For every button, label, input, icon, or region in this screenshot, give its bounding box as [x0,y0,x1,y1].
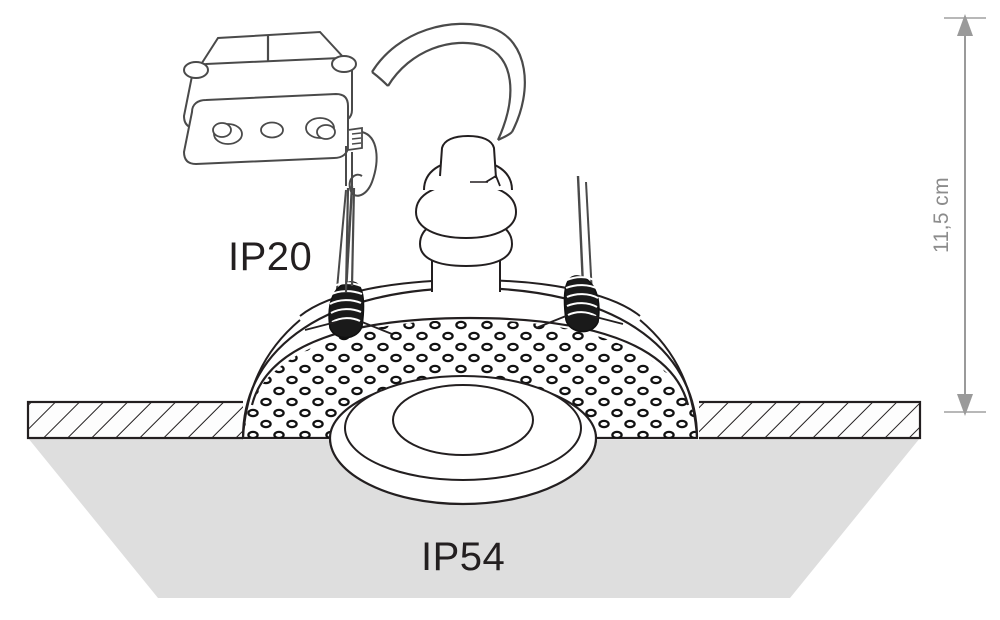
strain-relief-wire [345,131,378,197]
ip20-label: IP20 [228,235,312,279]
terminal-connector-block [182,30,363,166]
spring-clip-right [535,175,624,333]
supply-cable [371,22,526,141]
dimension-line-height: 11,5 cm [930,14,986,416]
lamp-holder-socket [414,134,518,292]
terminal-hole-left [212,122,243,145]
clip-hanger-wire [344,187,356,293]
dimension-value-label: 11,5 cm [930,177,953,253]
terminal-hole-right [305,117,336,140]
spring-clip-left [304,185,393,339]
ip54-label: IP54 [421,535,505,579]
light-cone [28,438,920,598]
trim-bezel-ring [328,375,598,506]
terminal-hole-center [260,121,284,139]
